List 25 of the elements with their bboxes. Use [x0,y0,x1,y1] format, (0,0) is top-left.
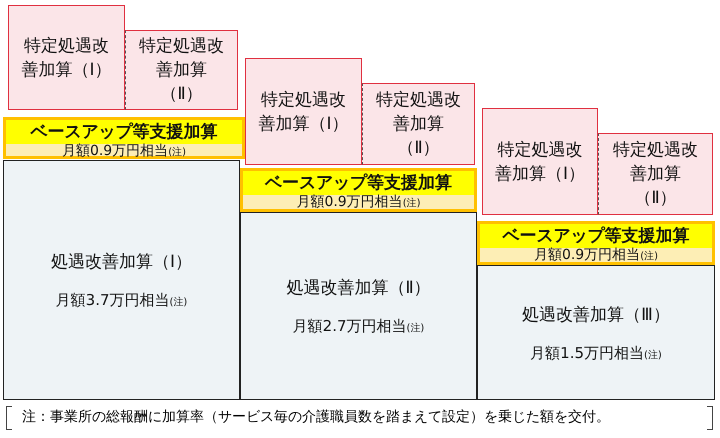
addition-block [477,265,715,400]
addition-block [3,160,240,400]
addition-box [482,108,598,215]
addition-title: ベースアップ等支援加算 [243,171,474,195]
addition-box [362,83,475,165]
addition-title: 処遇改善加算（Ⅰ） [50,251,192,273]
addition-box [125,30,238,110]
addition-band [240,168,477,212]
addition-box [598,133,713,215]
addition-title: 特定処遇改善加算（Ⅱ） [612,139,699,210]
addition-title: 処遇改善加算（Ⅱ） [286,277,431,299]
addition-block [240,212,477,400]
addition-title: 特定処遇改善加算（Ⅱ） [375,89,462,160]
addition-title: 特定処遇改善加算（Ⅰ） [495,138,585,186]
addition-band [477,221,715,265]
addition-title: ベースアップ等支援加算 [480,224,712,248]
footnote: 注：事業所の総報酬に加算率（サービス毎の介護職員数を踏まえて設定）を乗じた額を交付。 [21,408,611,427]
addition-box [245,58,362,165]
addition-box [8,5,125,110]
addition-title: 特定処遇改善加算（Ⅰ） [258,88,349,136]
addition-title: 特定処遇改善加算（Ⅱ） [138,35,225,106]
addition-title: ベースアップ等支援加算 [6,120,242,144]
addition-band [3,117,245,159]
addition-title: 処遇改善加算（Ⅲ） [522,304,670,326]
addition-title: 特定処遇改善加算（Ⅰ） [21,34,112,82]
